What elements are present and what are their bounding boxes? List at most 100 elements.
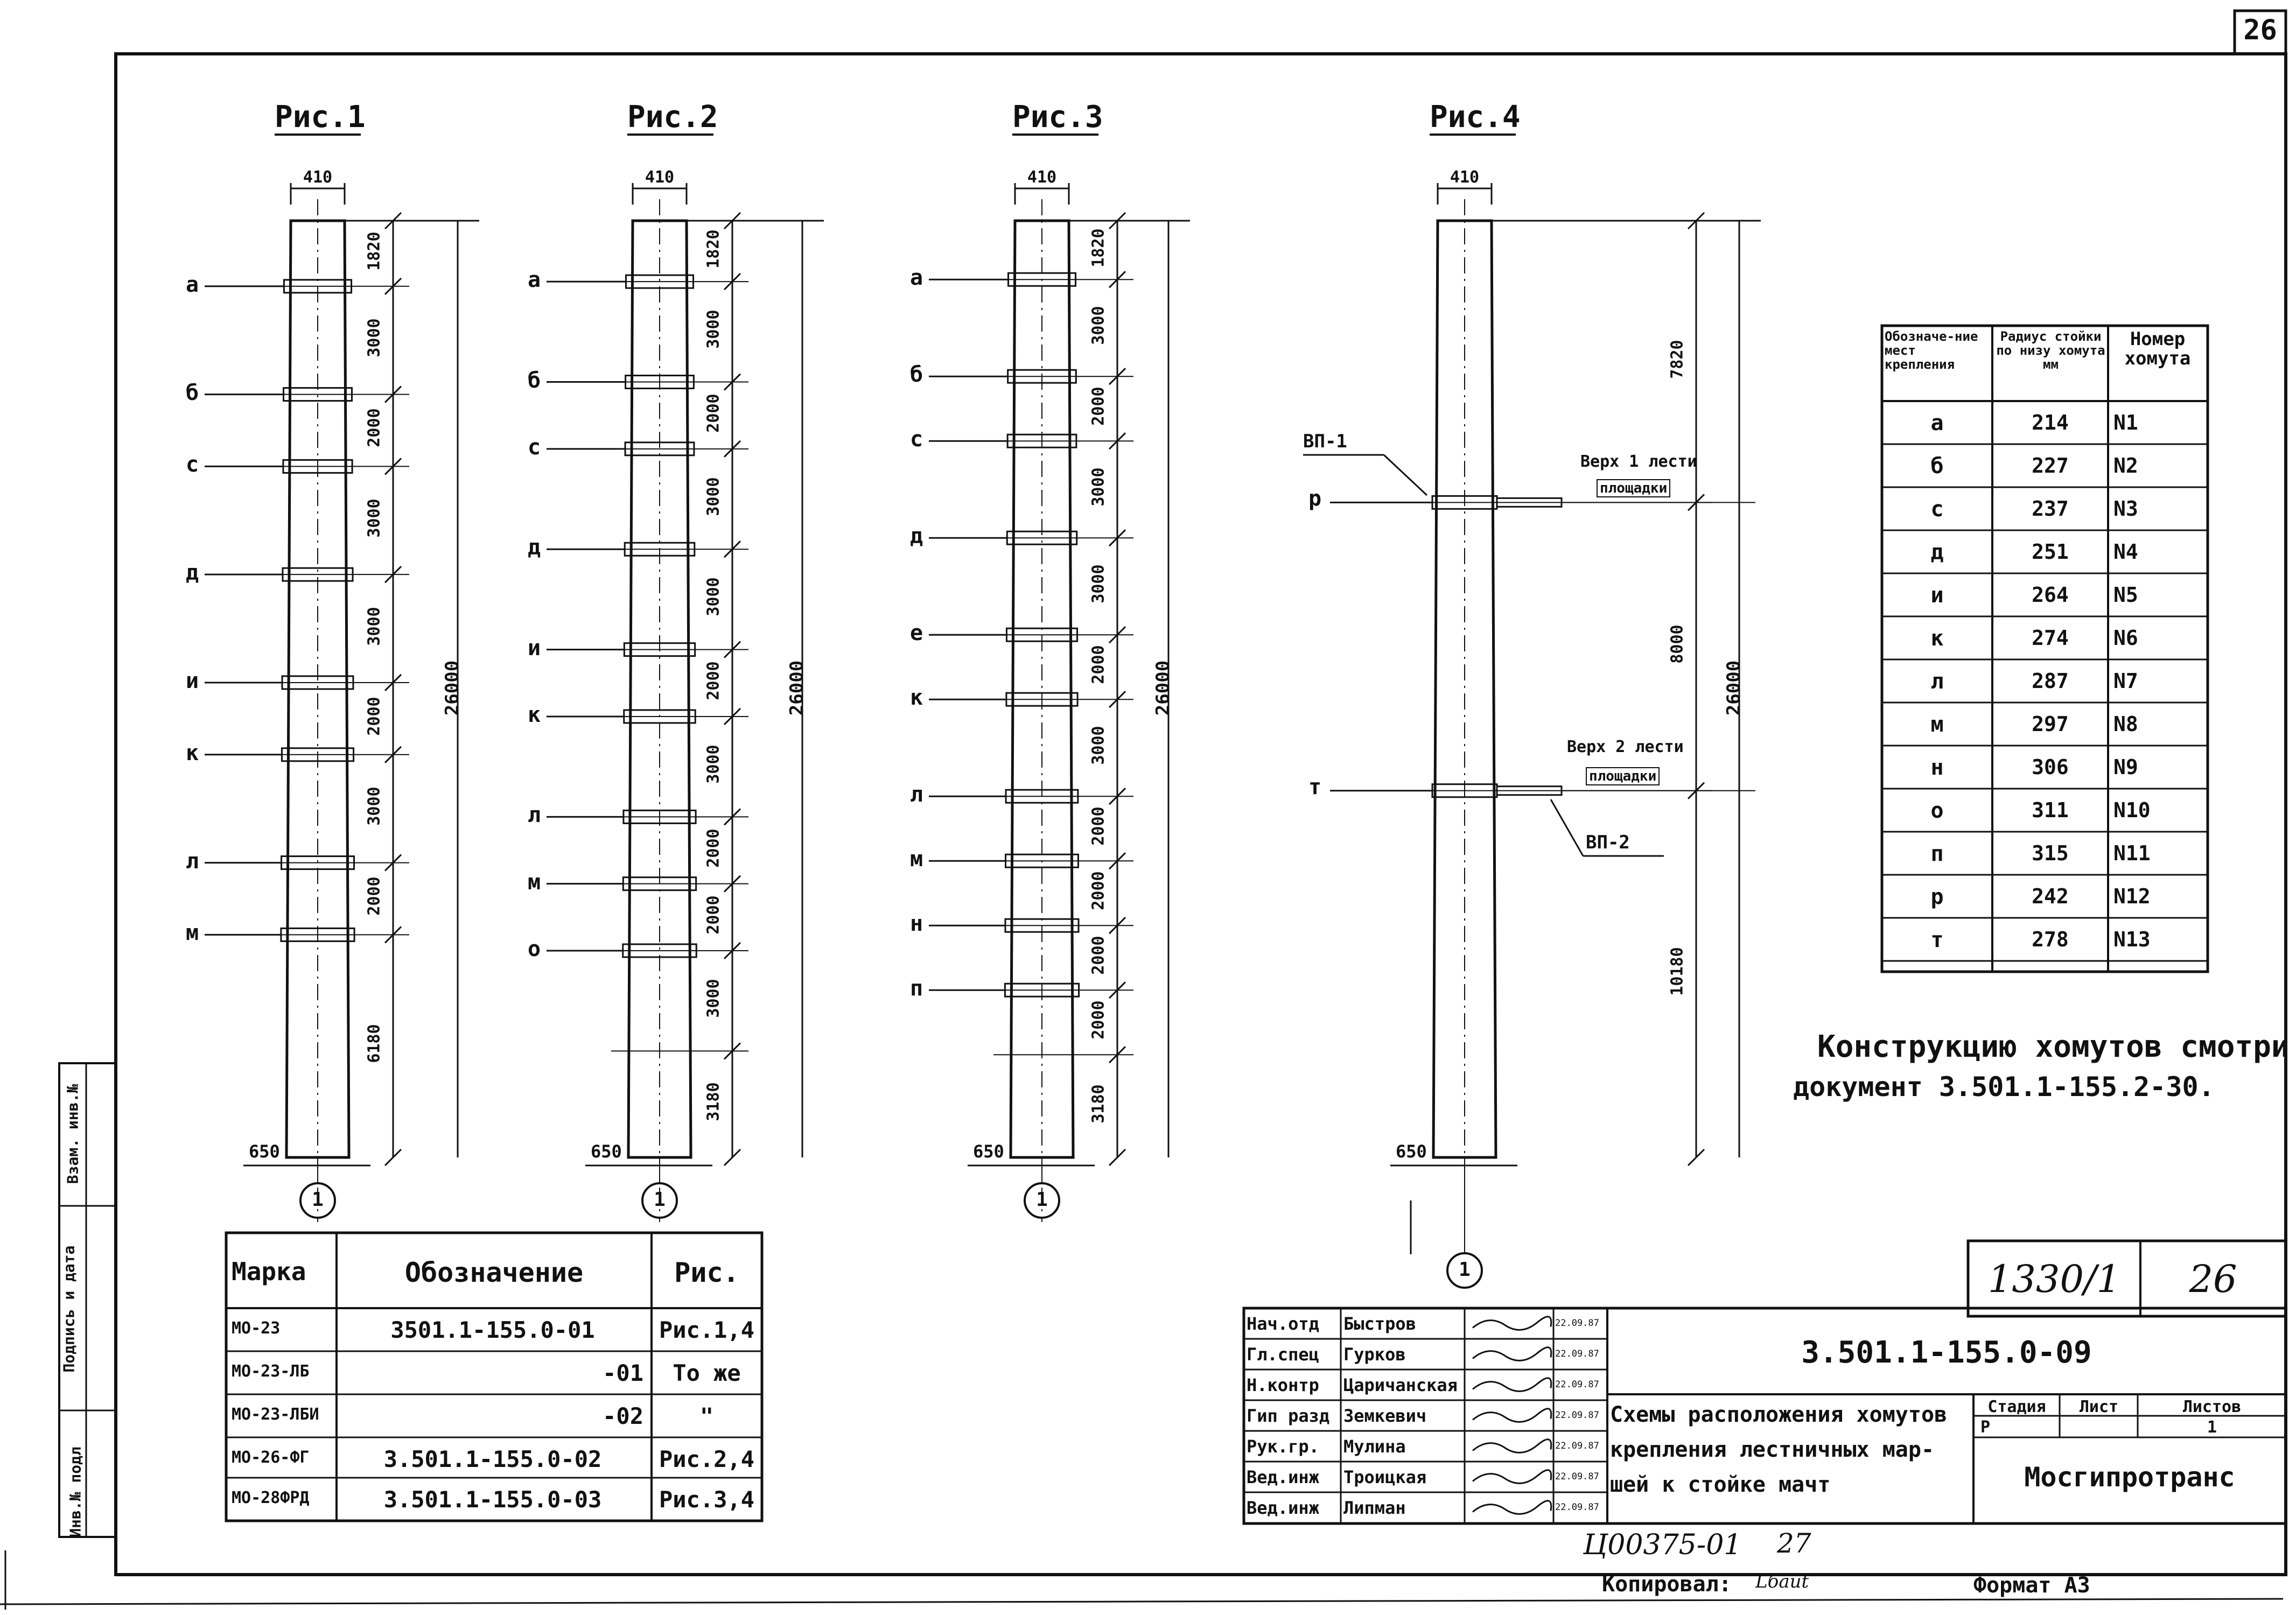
clamp-row-place: о — [1930, 798, 1944, 823]
section-marker-label: 1 — [1036, 1189, 1048, 1211]
stamp-number: 27 — [1777, 1528, 1811, 1559]
clamp-label: а — [186, 272, 199, 297]
clamp-row-radius: 214 — [2032, 411, 2069, 434]
dimension-label: 3000 — [704, 310, 723, 349]
clamp-row-place: п — [1930, 841, 1944, 866]
clamp-label: д — [910, 524, 923, 549]
clamp-row-place: м — [1930, 712, 1944, 737]
mark-row-marka: МО-28ФРД — [232, 1488, 310, 1507]
column-body — [1009, 219, 1075, 1159]
side-stamp-label-3: Взам. инв.№ — [64, 1084, 82, 1184]
mark-row-oboz: 3.501.1-155.0-02 — [383, 1446, 602, 1472]
clamp-table-header-1: Обозначе-ние мест крепления — [1885, 329, 1978, 372]
figure-2 — [547, 134, 824, 1222]
tb-date: 22.09.87 — [1555, 1318, 1599, 1329]
bottom-width-dim: 650 — [1396, 1141, 1427, 1162]
dimension-label: 2000 — [1089, 387, 1108, 426]
clamp-row-place: к — [1930, 626, 1944, 651]
dimension-label: 2000 — [1089, 806, 1108, 846]
clamp-row-number: N5 — [2113, 583, 2138, 607]
clamp-label: м — [186, 921, 199, 946]
dimension-label: 1820 — [365, 231, 384, 271]
stamp-code: Ц00375-01 — [1583, 1529, 1742, 1561]
dimension-label: 3180 — [1089, 1084, 1108, 1124]
tb-date: 22.09.87 — [1555, 1502, 1599, 1513]
section-marker-label: 1 — [1459, 1259, 1471, 1281]
title-line-1: Схемы расположения хомутов — [1610, 1402, 1948, 1427]
stage-label: Стадия — [1987, 1398, 2046, 1416]
mark-row-marka: МО-23 — [232, 1319, 281, 1338]
figure-title: Рис.4 — [1430, 100, 1521, 135]
figure-title: Рис.1 — [275, 100, 366, 135]
dimension-label: 2000 — [704, 828, 723, 868]
clamp-label: н — [910, 911, 923, 937]
dimension-label: 2000 — [1089, 645, 1108, 684]
dimension-label: 1820 — [704, 229, 723, 269]
clamp-row-number: N8 — [2113, 712, 2138, 736]
clamp-row-place: л — [1930, 669, 1944, 694]
dimension-label: 10180 — [1668, 947, 1687, 996]
figure-1 — [205, 134, 479, 1222]
tb-date: 22.09.87 — [1555, 1410, 1599, 1421]
dimension-label: 2000 — [365, 876, 384, 916]
mark-row-oboz: 3.501.1-155.0-03 — [383, 1486, 602, 1513]
tb-role: Рук.гр. — [1247, 1436, 1319, 1457]
side-stamp-label-1: Инв.№ подл — [66, 1447, 85, 1537]
callout-vp1: ВП-1 — [1303, 431, 1347, 452]
mark-row-oboz: -02 — [603, 1403, 643, 1429]
figure-3 — [929, 134, 1190, 1222]
sheet-code: 1330/1 — [1987, 1257, 2121, 1301]
dimension-label: 2000 — [365, 697, 384, 736]
clamp-label: д — [186, 560, 199, 586]
mark-row-ris: Рис.2,4 — [659, 1446, 754, 1472]
signature-marks — [1472, 1316, 1552, 1515]
clamp-label: б — [186, 380, 199, 405]
clamp-row-place: и — [1930, 583, 1944, 608]
top-width-dim: 410 — [645, 168, 675, 187]
clamp-label: е — [910, 621, 923, 646]
total-height-dim: 26000 — [786, 660, 808, 716]
mark-table-header-oboz: Обозначение — [404, 1257, 584, 1288]
tb-date: 22.09.87 — [1555, 1379, 1599, 1390]
dimension-label: 2000 — [704, 394, 723, 433]
clamp-row-radius: 251 — [2032, 540, 2069, 564]
tb-person: Троицкая — [1343, 1467, 1427, 1487]
total-height-dim: 26000 — [442, 660, 463, 716]
note-line-2: документ 3.501.1-155.2-30. — [1793, 1071, 2215, 1103]
clamp-row-radius: 311 — [2032, 798, 2069, 822]
clamp-table-grid — [1880, 324, 2209, 973]
mark-row-marka: МО-23-ЛБ — [232, 1362, 310, 1381]
dimension-label: 3000 — [1089, 467, 1108, 507]
clamp-row-number: N2 — [2113, 454, 2138, 478]
tb-date: 22.09.87 — [1555, 1441, 1599, 1451]
title-line-2: крепления лестничных мар- — [1610, 1437, 1935, 1462]
column-body — [285, 219, 351, 1159]
dimension-label: 3180 — [704, 1082, 723, 1121]
clamp-label: п — [910, 976, 923, 1001]
clamp-row-number: N11 — [2113, 841, 2151, 865]
organization: Мосгипротранс — [2024, 1462, 2235, 1493]
clamp-label: м — [910, 847, 923, 872]
title-line-3: шей к стойке мачт — [1610, 1472, 1831, 1497]
clamp-label: с — [910, 427, 923, 452]
dimension-label: 6180 — [365, 1024, 384, 1063]
callout-vp2: ВП-2 — [1586, 832, 1630, 853]
dimension-label: 3000 — [365, 318, 384, 357]
clamp-label: и — [186, 668, 199, 693]
dimension-label: 3000 — [1089, 564, 1108, 603]
note-line-1: Конструкцию хомутов смотри — [1817, 1029, 2290, 1064]
total-height-dim: 26000 — [1723, 660, 1745, 716]
top-width-dim: 410 — [303, 168, 333, 187]
callout-top1: Верх 1 лести — [1580, 452, 1697, 471]
section-marker-label: 1 — [654, 1189, 666, 1211]
clamp-label: т — [1308, 774, 1322, 799]
dimension-label: 3000 — [1089, 726, 1108, 765]
clamp-row-place: р — [1930, 884, 1944, 909]
clamp-label: и — [528, 635, 541, 661]
dimension-label: 3000 — [704, 577, 723, 617]
stage-value: Р — [1980, 1418, 1991, 1437]
dimension-label: 3000 — [704, 979, 723, 1018]
clamp-row-number: N4 — [2113, 540, 2138, 564]
clamp-label: л — [186, 848, 199, 874]
tb-role: Нач.отд — [1247, 1314, 1319, 1334]
